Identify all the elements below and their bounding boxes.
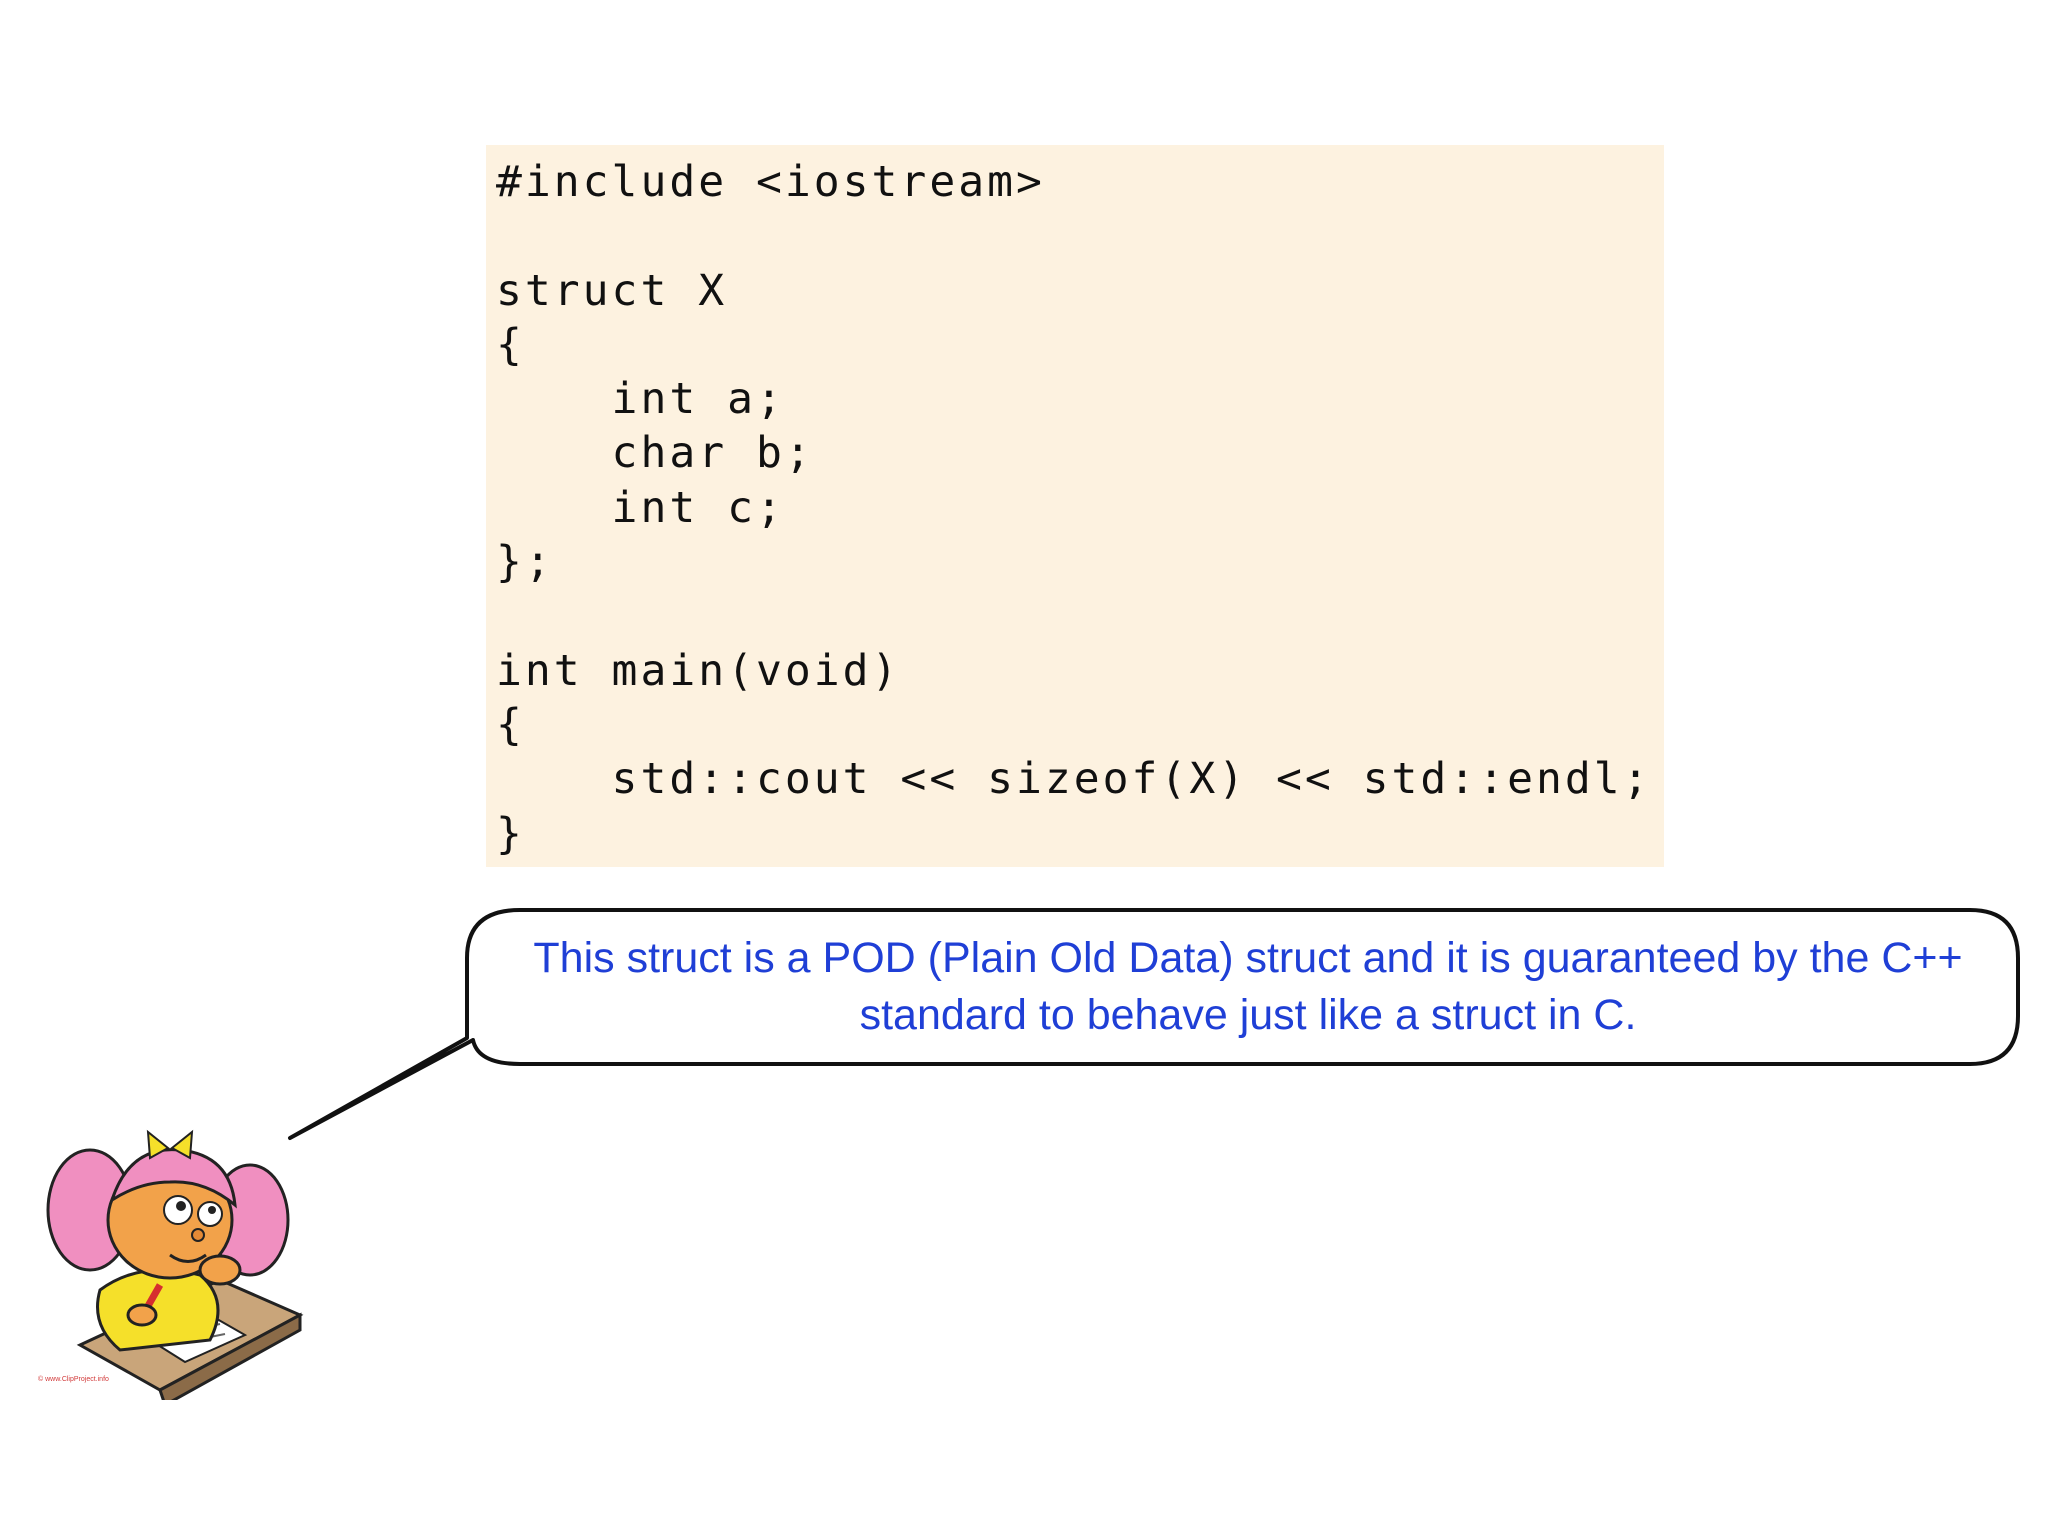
code-line: } [496,808,525,859]
code-line: char b; [496,428,814,479]
speech-bubble-text: This struct is a POD (Plain Old Data) st… [478,930,2018,1044]
code-block: #include <iostream> struct X { int a; ch… [486,145,1664,867]
code-line: int c; [496,482,785,533]
speech-bubble-line: This struct is a POD (Plain Old Data) st… [533,934,1963,982]
code-line: #include <iostream> [496,157,1045,207]
code-line: { [496,699,525,750]
code-line: { [496,319,525,370]
code-line: int a; [496,374,785,425]
code-line: }; [496,537,554,588]
code-line: std::cout << sizeof(X) << std::endl; [496,754,1652,805]
speech-bubble-line: standard to behave just like a struct in… [859,991,1637,1039]
code-line: int main(void) [496,645,901,696]
illustration-credit: © www.ClipProject.info [38,1376,109,1383]
code-line: struct X [496,265,728,316]
girl-writing-illustration [46,1129,304,1400]
